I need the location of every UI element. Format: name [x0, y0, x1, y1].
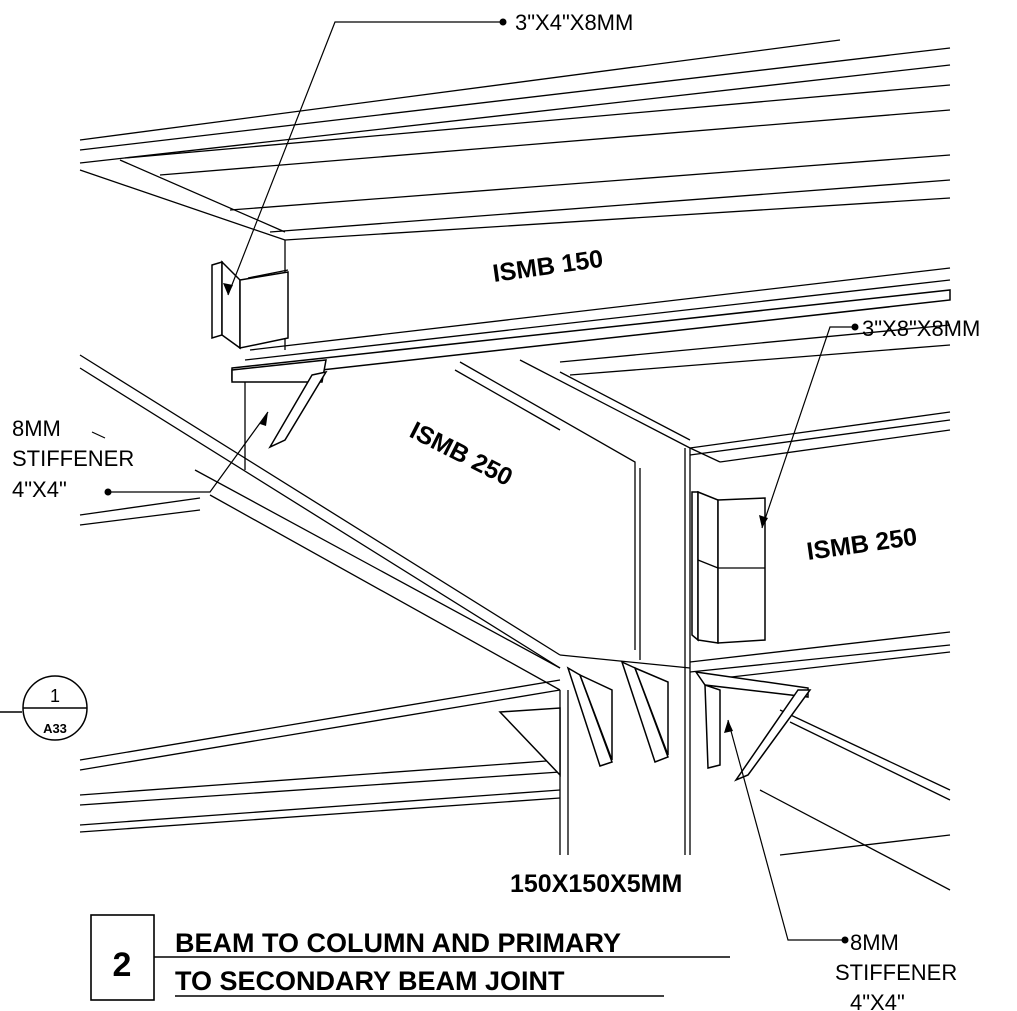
primary-beam-ismb250	[79, 354, 691, 691]
label-primary-beam: ISMB 250	[405, 416, 517, 491]
title-line-1: BEAM TO COLUMN AND PRIMARY	[175, 928, 621, 958]
bottom-stiffeners	[498, 660, 812, 782]
title-line-2: TO SECONDARY BEAM JOINT	[175, 966, 565, 996]
leader-lines	[91, 18, 859, 944]
label-left-stiffener-1: 8MM	[12, 416, 61, 441]
section-marker-sheet: A33	[43, 721, 67, 736]
label-left-stiffener-3: 4"X4"	[12, 477, 67, 502]
title-block: 2 BEAM TO COLUMN AND PRIMARY TO SECONDAR…	[90, 914, 730, 1001]
section-marker: 1 A33	[0, 675, 88, 741]
top-beam-ismb150	[79, 39, 951, 381]
label-left-stiffener-2: STIFFENER	[12, 446, 134, 471]
title-number: 2	[113, 946, 132, 984]
callout-right-cleat: 3"X8"X8MM	[862, 316, 980, 341]
right-cleat-angle	[691, 490, 766, 644]
label-right-stiffener-2: STIFFENER	[835, 960, 957, 985]
label-right-beam: ISMB 250	[805, 523, 919, 566]
section-marker-number: 1	[50, 686, 60, 706]
label-column-size: 150X150X5MM	[510, 870, 682, 898]
column-150x150	[559, 448, 691, 855]
label-right-stiffener-3: 4"X4"	[850, 990, 905, 1011]
label-right-stiffener-1: 8MM	[850, 930, 899, 955]
label-top-beam: ISMB 150	[491, 245, 605, 288]
callout-top-cleat: 3"X4"X8MM	[515, 10, 633, 35]
lower-beams	[79, 497, 951, 891]
top-cleat-angle	[211, 260, 289, 350]
right-beam-ismb250	[559, 324, 951, 681]
left-stiffener-plate	[231, 359, 328, 470]
